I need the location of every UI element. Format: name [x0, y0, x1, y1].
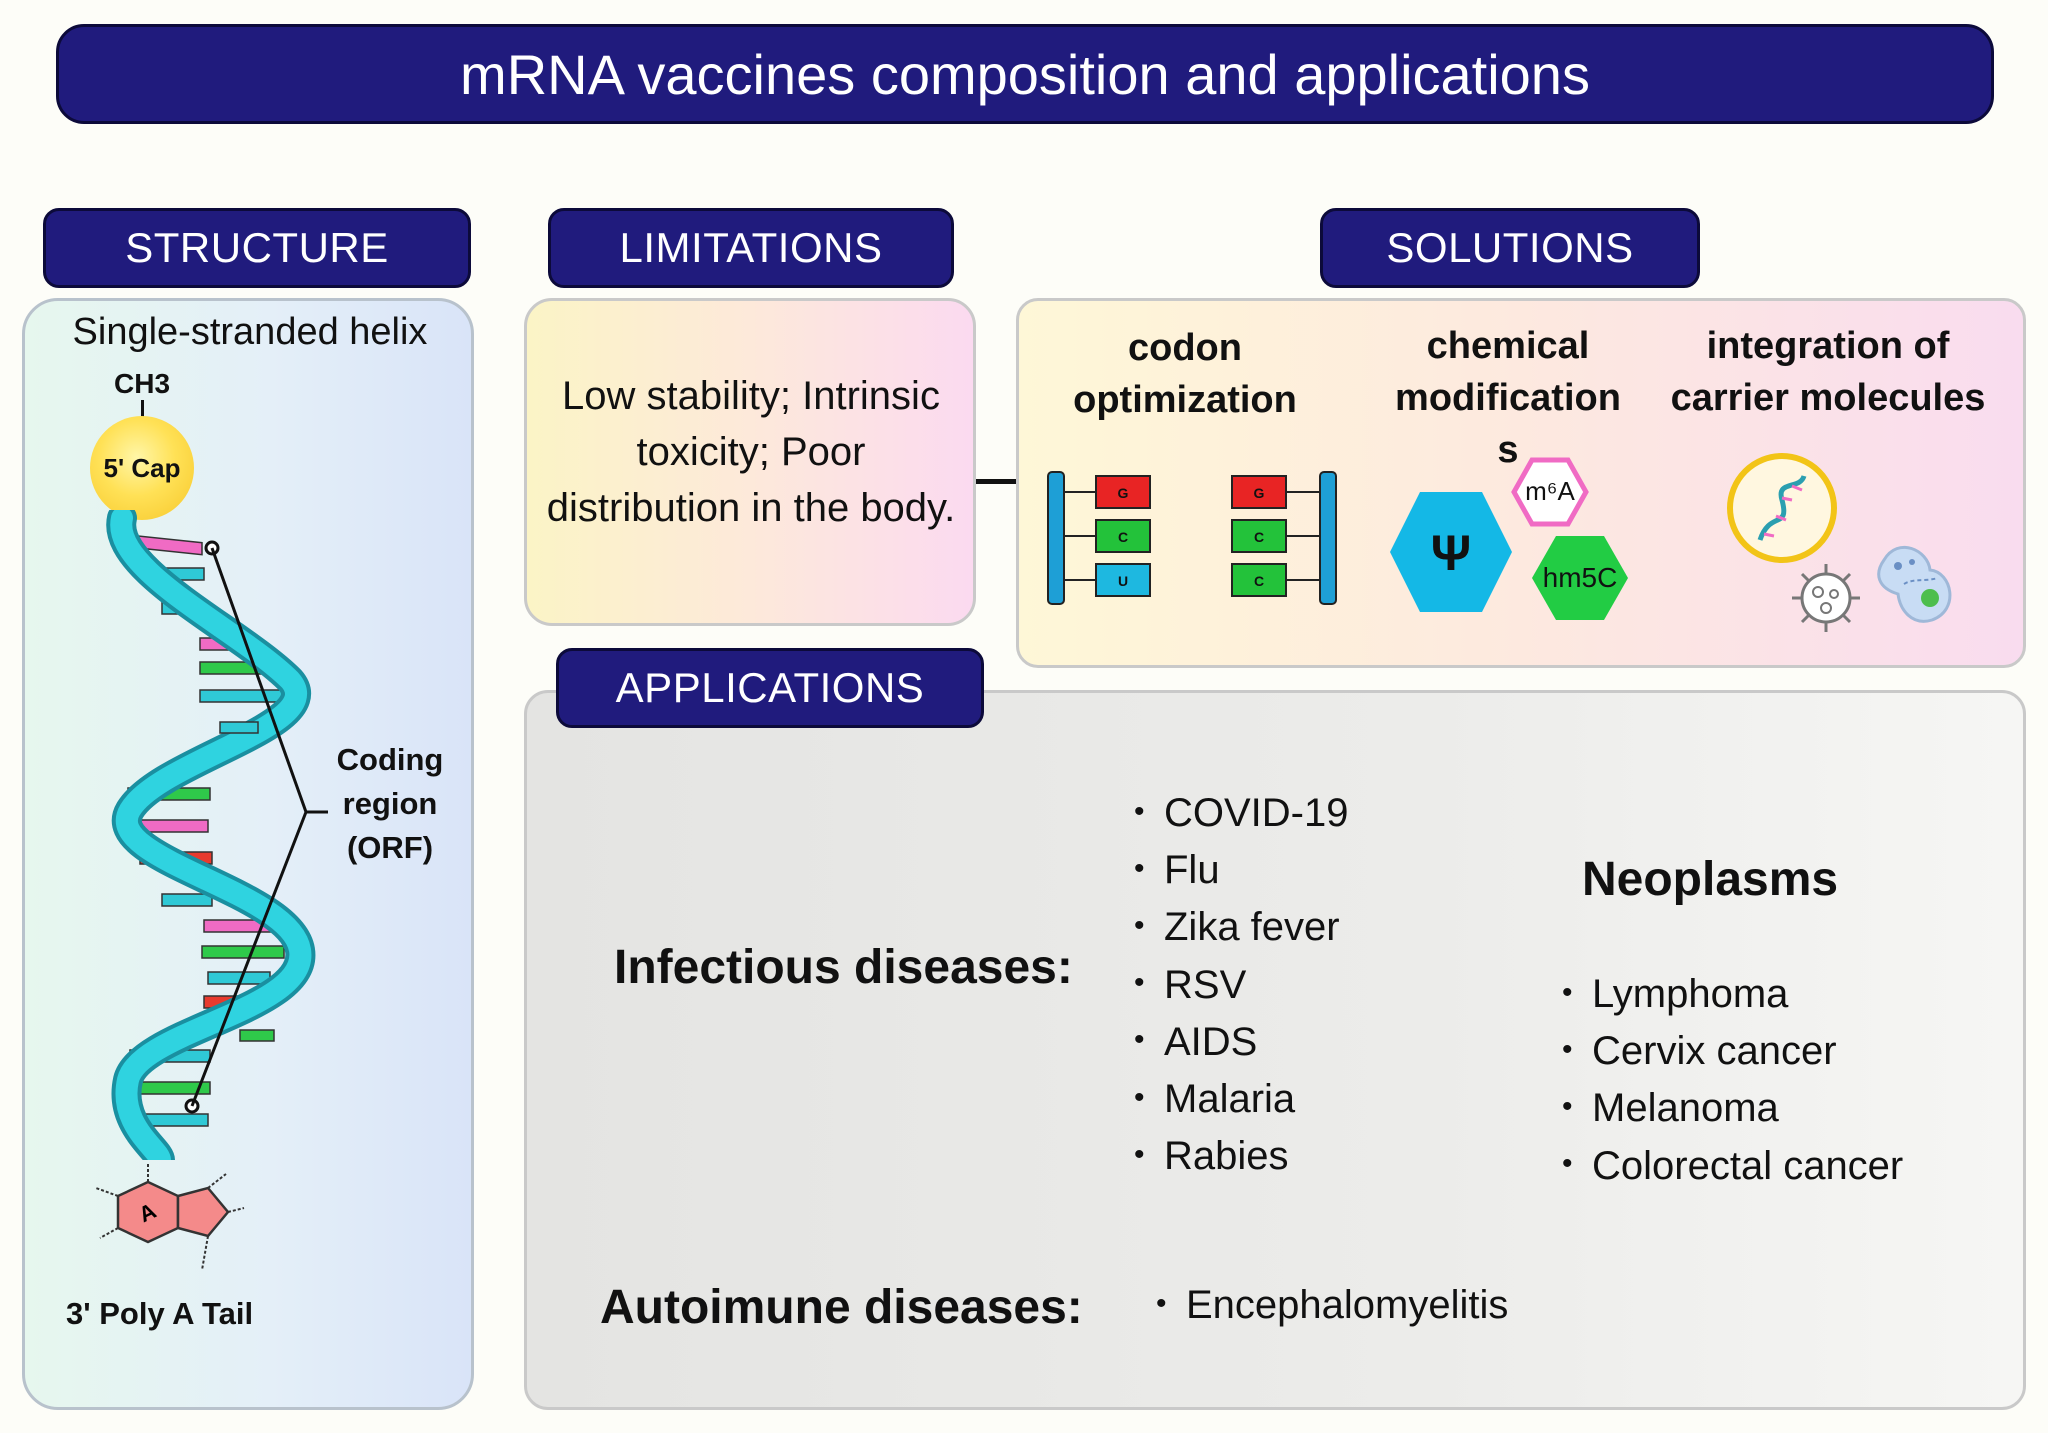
orf-bracket-line — [190, 811, 308, 1107]
neoplasms-list: Lymphoma Cervix cancer Melanoma Colorect… — [1562, 967, 1903, 1196]
ch3-bond — [141, 400, 144, 420]
list-item: Cervix cancer — [1562, 1024, 1903, 1081]
cap-5prime: 5' Cap — [90, 416, 194, 520]
list-item: Encephalomyelitis — [1156, 1278, 1508, 1335]
infectious-diseases-list: COVID-19 Flu Zika fever RSV AIDS Malaria… — [1134, 786, 1349, 1186]
list-item: Flu — [1134, 843, 1349, 900]
autoimmune-diseases-list: Encephalomyelitis — [1156, 1278, 1508, 1335]
codon-optimization-label: codon optimization — [1073, 327, 1297, 421]
rung — [143, 1113, 209, 1127]
list-item: Lymphoma — [1562, 967, 1903, 1024]
codon-base-left — [1095, 563, 1151, 597]
coding-region-label: Coding region (ORF) — [336, 742, 444, 865]
codon-base-left — [1095, 519, 1151, 553]
codon-diagram: G C U G C C — [1047, 471, 1337, 605]
neoplasms-label: Neoplasms — [1582, 853, 1839, 906]
rung — [199, 689, 291, 703]
psi-label: Ψ — [1431, 525, 1471, 581]
orf-bracket-line — [210, 547, 308, 813]
codon-base-right — [1231, 563, 1287, 597]
section-header-solutions: SOLUTIONS — [1320, 208, 1700, 288]
codon-base-left — [1095, 475, 1151, 509]
cell-icon — [1877, 545, 1952, 623]
autoimmune-diseases-label: Autoimune diseases: — [600, 1281, 1083, 1334]
list-item: Colorectal cancer — [1562, 1139, 1903, 1196]
helix-backbone-highlight — [110, 510, 312, 1160]
list-item: COVID-19 — [1134, 786, 1349, 843]
limitations-solutions-connector — [976, 479, 1016, 484]
limitations-panel — [524, 298, 976, 626]
list-item: Malaria — [1134, 1072, 1349, 1129]
rung — [161, 893, 213, 907]
ch3-label: CH3 — [114, 368, 171, 399]
codon-left-3: U — [1118, 573, 1128, 589]
codon-right-1: G — [1254, 485, 1265, 501]
helix-diagram — [106, 510, 328, 1160]
carrier-molecules-diagram — [1727, 453, 1952, 632]
codon-right-3: C — [1254, 573, 1264, 589]
rung — [239, 1029, 275, 1042]
section-header-structure: STRUCTURE — [43, 208, 471, 288]
helix-label: Single-stranded helix — [72, 311, 428, 353]
mrna-strand-icon — [1757, 474, 1807, 541]
chemical-modifications-diagram: m⁶A Ψ hm5C — [1390, 457, 1628, 620]
virus-icon — [1792, 564, 1860, 632]
list-item: Rabies — [1134, 1129, 1349, 1186]
hm5c-hexagon — [1532, 536, 1628, 620]
list-item: Melanoma — [1562, 1081, 1903, 1138]
m6a-label: m⁶A — [1525, 476, 1575, 506]
m6a-hexagon — [1511, 457, 1589, 527]
adenine-molecule: A — [95, 1164, 245, 1271]
limitations-text: Low stability; Intrinsic toxicity; Poor … — [546, 374, 956, 530]
list-item: Zika fever — [1134, 900, 1349, 957]
codon-left-2: C — [1118, 529, 1128, 545]
rung — [201, 945, 285, 959]
chemical-modifications-main: chemical modification — [1395, 325, 1621, 419]
codon-left-1: G — [1118, 485, 1129, 501]
rung — [219, 721, 259, 734]
list-item: RSV — [1134, 958, 1349, 1015]
psi-hexagon — [1390, 492, 1512, 612]
chemical-modifications-label: chemical modification s — [1378, 320, 1638, 476]
section-header-limitations: LIMITATIONS — [548, 208, 954, 288]
codon-right-2: C — [1254, 529, 1264, 545]
section-header-applications: APPLICATIONS — [556, 648, 984, 728]
hm5c-label: hm5C — [1543, 562, 1618, 593]
list-item: AIDS — [1134, 1015, 1349, 1072]
page-title: mRNA vaccines composition and applicatio… — [56, 24, 1994, 124]
poly-a-tail-label: 3' Poly A Tail — [66, 1296, 254, 1331]
carrier-molecules-label: integration of carrier molecules — [1670, 325, 1986, 419]
infectious-diseases-label: Infectious diseases: — [614, 941, 1073, 994]
codon-base-right — [1231, 475, 1287, 509]
chemical-modifications-suffix: s — [1497, 429, 1519, 471]
